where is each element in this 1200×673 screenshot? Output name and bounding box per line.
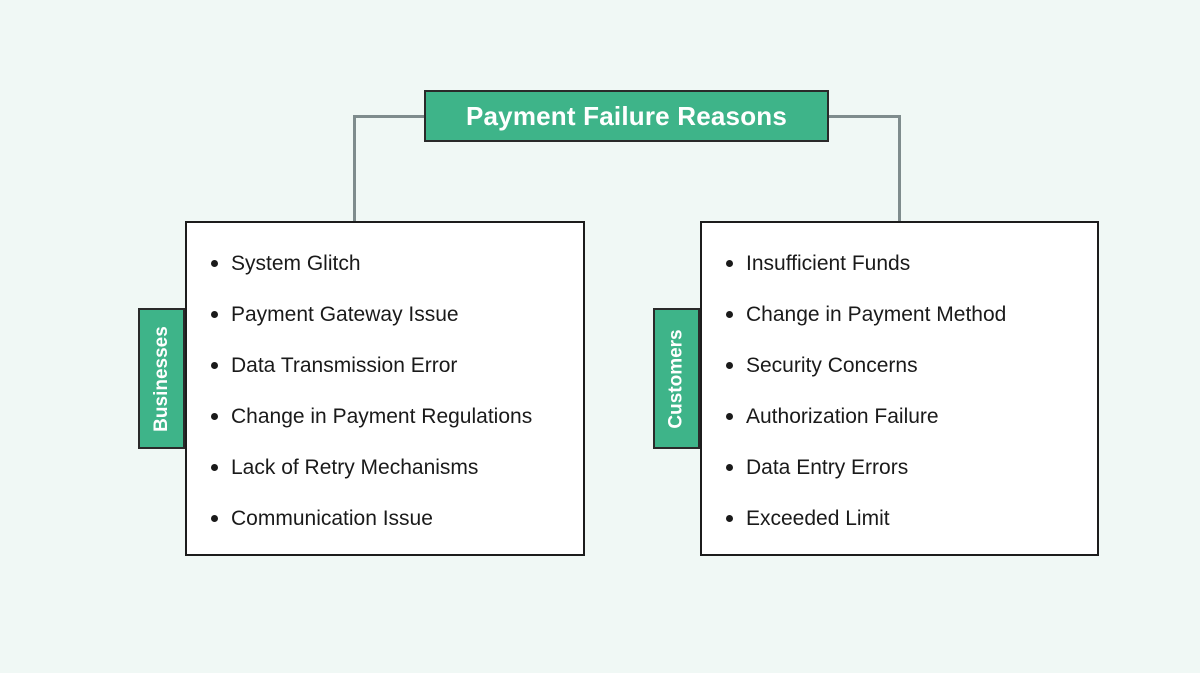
bullet-icon: [211, 515, 218, 522]
list-item: Payment Gateway Issue: [187, 302, 583, 353]
connector-right-vertical: [898, 115, 901, 221]
connector-left-horizontal: [353, 115, 427, 118]
branch-list-customers: Insufficient Funds Change in Payment Met…: [702, 223, 1097, 557]
bullet-icon: [726, 362, 733, 369]
diagram-title-node: Payment Failure Reasons: [424, 90, 829, 142]
bullet-icon: [211, 311, 218, 318]
bullet-icon: [211, 464, 218, 471]
branch-panel-customers: Insufficient Funds Change in Payment Met…: [700, 221, 1099, 556]
list-item: Exceeded Limit: [702, 506, 1097, 557]
bullet-icon: [726, 413, 733, 420]
list-item: Communication Issue: [187, 506, 583, 557]
list-item: Change in Payment Regulations: [187, 404, 583, 455]
bullet-icon: [211, 260, 218, 267]
list-item-label: Payment Gateway Issue: [231, 303, 459, 326]
list-item: System Glitch: [187, 251, 583, 302]
list-item-label: Security Concerns: [746, 354, 918, 377]
list-item-label: Data Entry Errors: [746, 456, 909, 479]
list-item-label: Authorization Failure: [746, 405, 939, 428]
bullet-icon: [726, 311, 733, 318]
branch-list-businesses: System Glitch Payment Gateway Issue Data…: [187, 223, 583, 557]
bullet-icon: [211, 413, 218, 420]
bullet-icon: [211, 362, 218, 369]
list-item-label: Communication Issue: [231, 507, 433, 530]
branch-tab-customers: Customers: [653, 308, 700, 449]
list-item-label: Exceeded Limit: [746, 507, 890, 530]
connector-right-horizontal: [827, 115, 901, 118]
list-item: Authorization Failure: [702, 404, 1097, 455]
branch-tab-label: Businesses: [150, 325, 172, 432]
list-item-label: System Glitch: [231, 252, 361, 275]
branch-tab-businesses: Businesses: [138, 308, 185, 449]
bullet-icon: [726, 464, 733, 471]
list-item-label: Data Transmission Error: [231, 354, 458, 377]
list-item: Data Transmission Error: [187, 353, 583, 404]
list-item-label: Insufficient Funds: [746, 252, 911, 275]
list-item: Change in Payment Method: [702, 302, 1097, 353]
branch-panel-businesses: System Glitch Payment Gateway Issue Data…: [185, 221, 585, 556]
connector-left-vertical: [353, 115, 356, 221]
list-item: Security Concerns: [702, 353, 1097, 404]
bullet-icon: [726, 515, 733, 522]
list-item: Insufficient Funds: [702, 251, 1097, 302]
list-item: Lack of Retry Mechanisms: [187, 455, 583, 506]
list-item-label: Change in Payment Method: [746, 303, 1007, 326]
list-item-label: Lack of Retry Mechanisms: [231, 456, 479, 479]
diagram-title-text: Payment Failure Reasons: [465, 100, 788, 131]
branch-tab-label: Customers: [665, 328, 687, 429]
list-item: Data Entry Errors: [702, 455, 1097, 506]
list-item-label: Change in Payment Regulations: [231, 405, 533, 428]
bullet-icon: [726, 260, 733, 267]
